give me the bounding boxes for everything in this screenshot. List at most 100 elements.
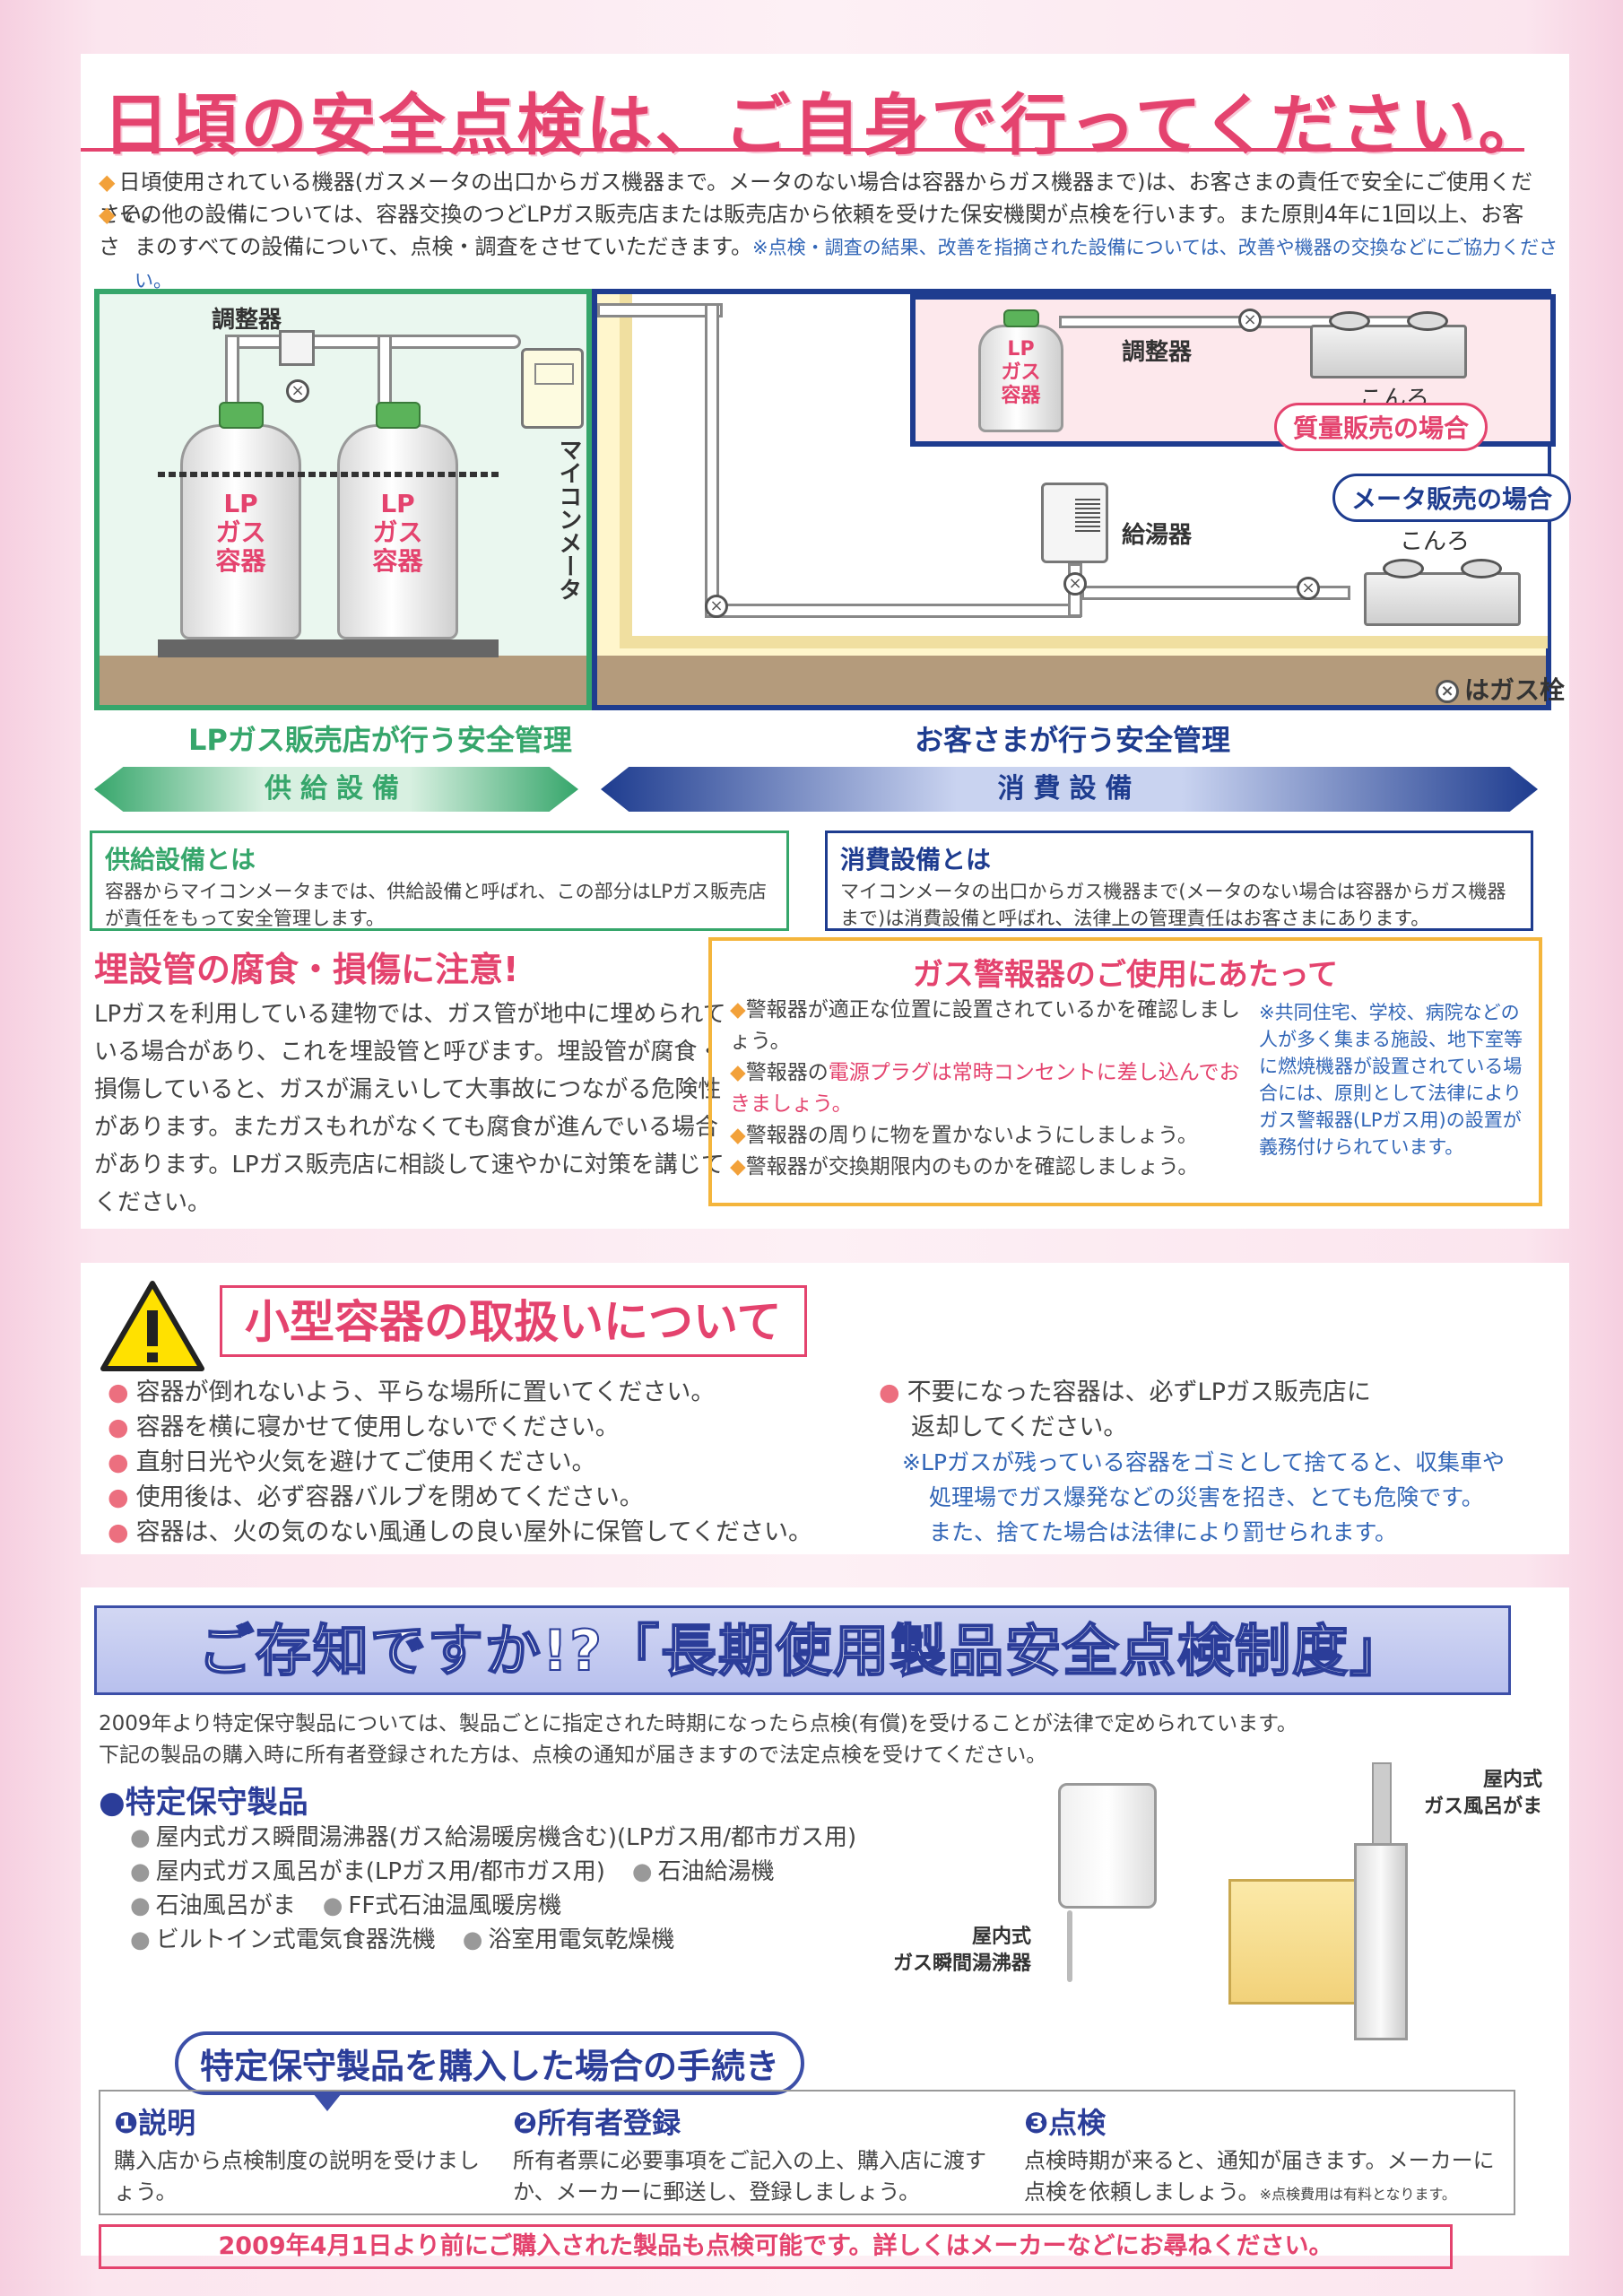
bullet-icon: ● — [879, 1378, 900, 1406]
intro-text-3: まのすべての設備について、点検・調査をさせていただきます。 — [135, 234, 753, 259]
small-container-panel: 小型容器の取扱いについて ●容器が倒れないよう、平らな場所に置いてください。 ●… — [81, 1263, 1569, 1554]
step-title: ❷所有者登録 — [513, 2106, 681, 2140]
alarm-note: ※共同住宅、学校、病院などの人が多く集まる施設、地下室等に燃焼機器が設置されてい… — [1259, 1002, 1523, 1158]
list-item: ◆警報器が適正な位置に設置されているかを確認しましょう。 — [730, 998, 1241, 1053]
intro-line-1: ◆日頃使用されている機器(ガスメータの出口からガス機器まで。メータのない場合は容… — [99, 166, 1533, 230]
stove-label: こんろ — [1400, 528, 1471, 555]
banner-title: ご存知ですか!?「長期使用製品安全点検制度」 — [197, 1617, 1408, 1684]
pipe — [705, 604, 1081, 618]
pipe — [225, 335, 239, 406]
bullet-icon: ● — [108, 1483, 129, 1511]
supply-arrow-label: 供給設備 — [265, 773, 408, 804]
cylinder-cap — [219, 402, 264, 429]
bullet-icon: ● — [108, 1378, 129, 1406]
diamond-icon: ◆ — [99, 202, 116, 227]
regulator-icon — [279, 330, 315, 366]
bullet-icon: ● — [130, 1926, 151, 1953]
stove-icon — [1364, 559, 1521, 626]
bullet-icon: ● — [322, 1892, 343, 1919]
disposal-note: また、捨てた場合は法律により罰せられます。 — [929, 1519, 1398, 1545]
supply-zone-label: LPガス販売店が行う安全管理 — [188, 723, 572, 757]
intro-note: ※点検・調査の結果、改善を指摘された設備については、改善や機器の交換などにご協力… — [135, 237, 1558, 291]
valve-icon: × — [286, 379, 309, 403]
supply-def-title: 供給設備とは — [105, 845, 256, 874]
bullet-icon: ● — [108, 1448, 129, 1476]
disposal-note: ※LPガスが残っている容器をゴミとして捨てると、収集車や — [902, 1449, 1505, 1475]
diamond-icon: ◆ — [730, 1124, 746, 1147]
supply-def-text: 容器からマイコンメータまでは、供給設備と呼ばれ、この部分はLPガス販売店が責任を… — [105, 881, 767, 929]
step-text: 購入店から点検制度の説明を受けましょう。 — [114, 2148, 480, 2205]
cylinder-base — [158, 639, 499, 657]
diamond-icon: ◆ — [730, 1155, 746, 1178]
supply-arrow: 供給設備 — [94, 767, 578, 812]
pipe — [225, 335, 521, 349]
buried-pipe-title: 埋設管の腐食・損傷に注意! — [94, 950, 519, 989]
supply-definition: 供給設備とは 容器からマイコンメータまでは、供給設備と呼ばれ、この部分はLPガス… — [90, 831, 789, 931]
step-registration: ❷所有者登録 所有者票に必要事項をご記入の上、購入店に渡すか、メーカーに郵送し、… — [513, 2100, 997, 2208]
bullet-icon: ● — [462, 1926, 483, 1953]
alarm-title: ガス警報器のご使用にあたって — [912, 957, 1339, 993]
list-item: ◆警報器の周りに物を置かないようにしましょう。 — [730, 1124, 1198, 1147]
bath-boiler-label: 屋内式ガス風呂がま — [1423, 1769, 1542, 1818]
procedure-steps: ❶説明 購入店から点検制度の説明を受けましょう。 ❷所有者登録 所有者票に必要事… — [99, 2090, 1515, 2215]
product-item: ●屋内式ガス風呂がま(LPガス用/都市ガス用)●石油給湯機 — [130, 1858, 775, 1885]
ground — [597, 656, 1546, 705]
meter-sales-badge: メータ販売の場合 — [1332, 474, 1572, 522]
list-item: ●容器が倒れないよう、平らな場所に置いてください。 — [108, 1378, 716, 1406]
list-item-cont: 返却してください。 — [911, 1413, 1128, 1441]
valve-icon: × — [1297, 577, 1320, 600]
list-item: ●容器を横に寝かせて使用しないでください。 — [108, 1413, 620, 1441]
bath-tub-image — [1228, 1879, 1363, 2005]
specified-products-title: ●特定保守製品 — [99, 1785, 308, 1821]
product-item: ●屋内式ガス瞬間湯沸器(ガス給湯暖房機含む)(LPガス用/都市ガス用) — [130, 1824, 857, 1851]
list-item: ●使用後は、必ず容器バルブを閉めてください。 — [108, 1483, 644, 1511]
meter-label: マイコンメータ — [555, 438, 582, 601]
diamond-icon: ◆ — [99, 170, 116, 195]
title-rule — [81, 148, 1524, 152]
step-inspection: ❸点検 点検時期が来ると、通知が届きます。メーカーに点検を依頼しましょう。※点検… — [1024, 2100, 1508, 2210]
step-title: ❶説明 — [114, 2106, 196, 2140]
container-rules-list: ●容器が倒れないよう、平らな場所に置いてください。 ●容器を横に寝かせて使用しな… — [108, 1375, 933, 1550]
cylinder-cap — [1003, 309, 1039, 327]
bullet-icon: ● — [108, 1413, 129, 1441]
valve-icon: × — [1238, 309, 1262, 332]
step-text: 所有者票に必要事項をご記入の上、購入店に渡すか、メーカーに郵送し、登録しましょう… — [513, 2148, 986, 2205]
micom-meter-icon — [521, 348, 584, 429]
list-item: ●不要になった容器は、必ずLPガス販売店に — [879, 1378, 1371, 1406]
diamond-icon: ◆ — [730, 1061, 746, 1084]
gas-alarm-box: ガス警報器のご使用にあたって ◆警報器が適正な位置に設置されているかを確認しまし… — [708, 937, 1542, 1206]
intro-line-3: まのすべての設備について、点検・調査をさせていただきます。※点検・調査の結果、改… — [135, 230, 1569, 297]
product-item: ●石油風呂がま●FF式石油温風暖房機 — [130, 1892, 562, 1919]
bullet-icon: ● — [130, 1892, 151, 1919]
pre-2009-note: 2009年4月1日より前にご購入された製品も点検可能です。詳しくはメーカーなどに… — [99, 2224, 1453, 2269]
ground — [100, 656, 586, 705]
intro-text-1: 日頃使用されている機器(ガスメータの出口からガス機器まで。メータのない場合は容器… — [99, 170, 1533, 227]
fee-note: ※点検費用は有料となります。 — [1259, 2186, 1456, 2203]
procedure-heading: 特定保守製品を購入した場合の手続き — [175, 2031, 805, 2111]
pipe — [705, 303, 719, 617]
daily-safety-panel: 日頃の安全点検は、ご自身で行ってください。 ◆日頃使用されている機器(ガスメータ… — [81, 54, 1572, 1229]
disposal-note: 処理場でガス爆発などの災害を招き、とても危険です。 — [929, 1484, 1484, 1510]
list-item: ◆警報器が交換期限内のものかを確認しましょう。 — [730, 1155, 1199, 1178]
container-return-list: ●不要になった容器は、必ずLPガス販売店に 返却してください。 ※LPガスが残っ… — [879, 1375, 1560, 1550]
inspection-intro: 2009年より特定保守製品については、製品ごとに指定された時期になったら点検(有… — [99, 1712, 1298, 1767]
list-item: ●直射日光や火気を避けてご使用ください。 — [108, 1448, 596, 1476]
small-container-title: 小型容器の取扱いについて — [220, 1285, 807, 1357]
intro-text-2: その他の設備については、容器交換のつどLPガス販売店または販売店から依頼を受けた… — [99, 202, 1524, 259]
product-item: ●ビルトイン式電気食器洗機●浴室用電気乾燥機 — [130, 1926, 675, 1953]
water-heater-label: 給湯器 — [1122, 522, 1193, 549]
pipe — [597, 303, 723, 317]
long-term-inspection-panel: ご存知ですか!?「長期使用製品安全点検制度」 2009年より特定保守製品について… — [81, 1587, 1569, 2269]
valve-legend: ×はガス栓 — [1436, 671, 1565, 707]
regulator-label-2: 調整器 — [1122, 339, 1193, 366]
step-text: 点検時期が来ると、通知が届きます。メーカーに点検を依頼しましょう。※点検費用は有… — [1024, 2148, 1495, 2205]
step-title: ❸点検 — [1024, 2106, 1107, 2140]
diamond-icon: ◆ — [730, 998, 746, 1022]
mass-sales-badge: 質量販売の場合 — [1274, 403, 1488, 451]
